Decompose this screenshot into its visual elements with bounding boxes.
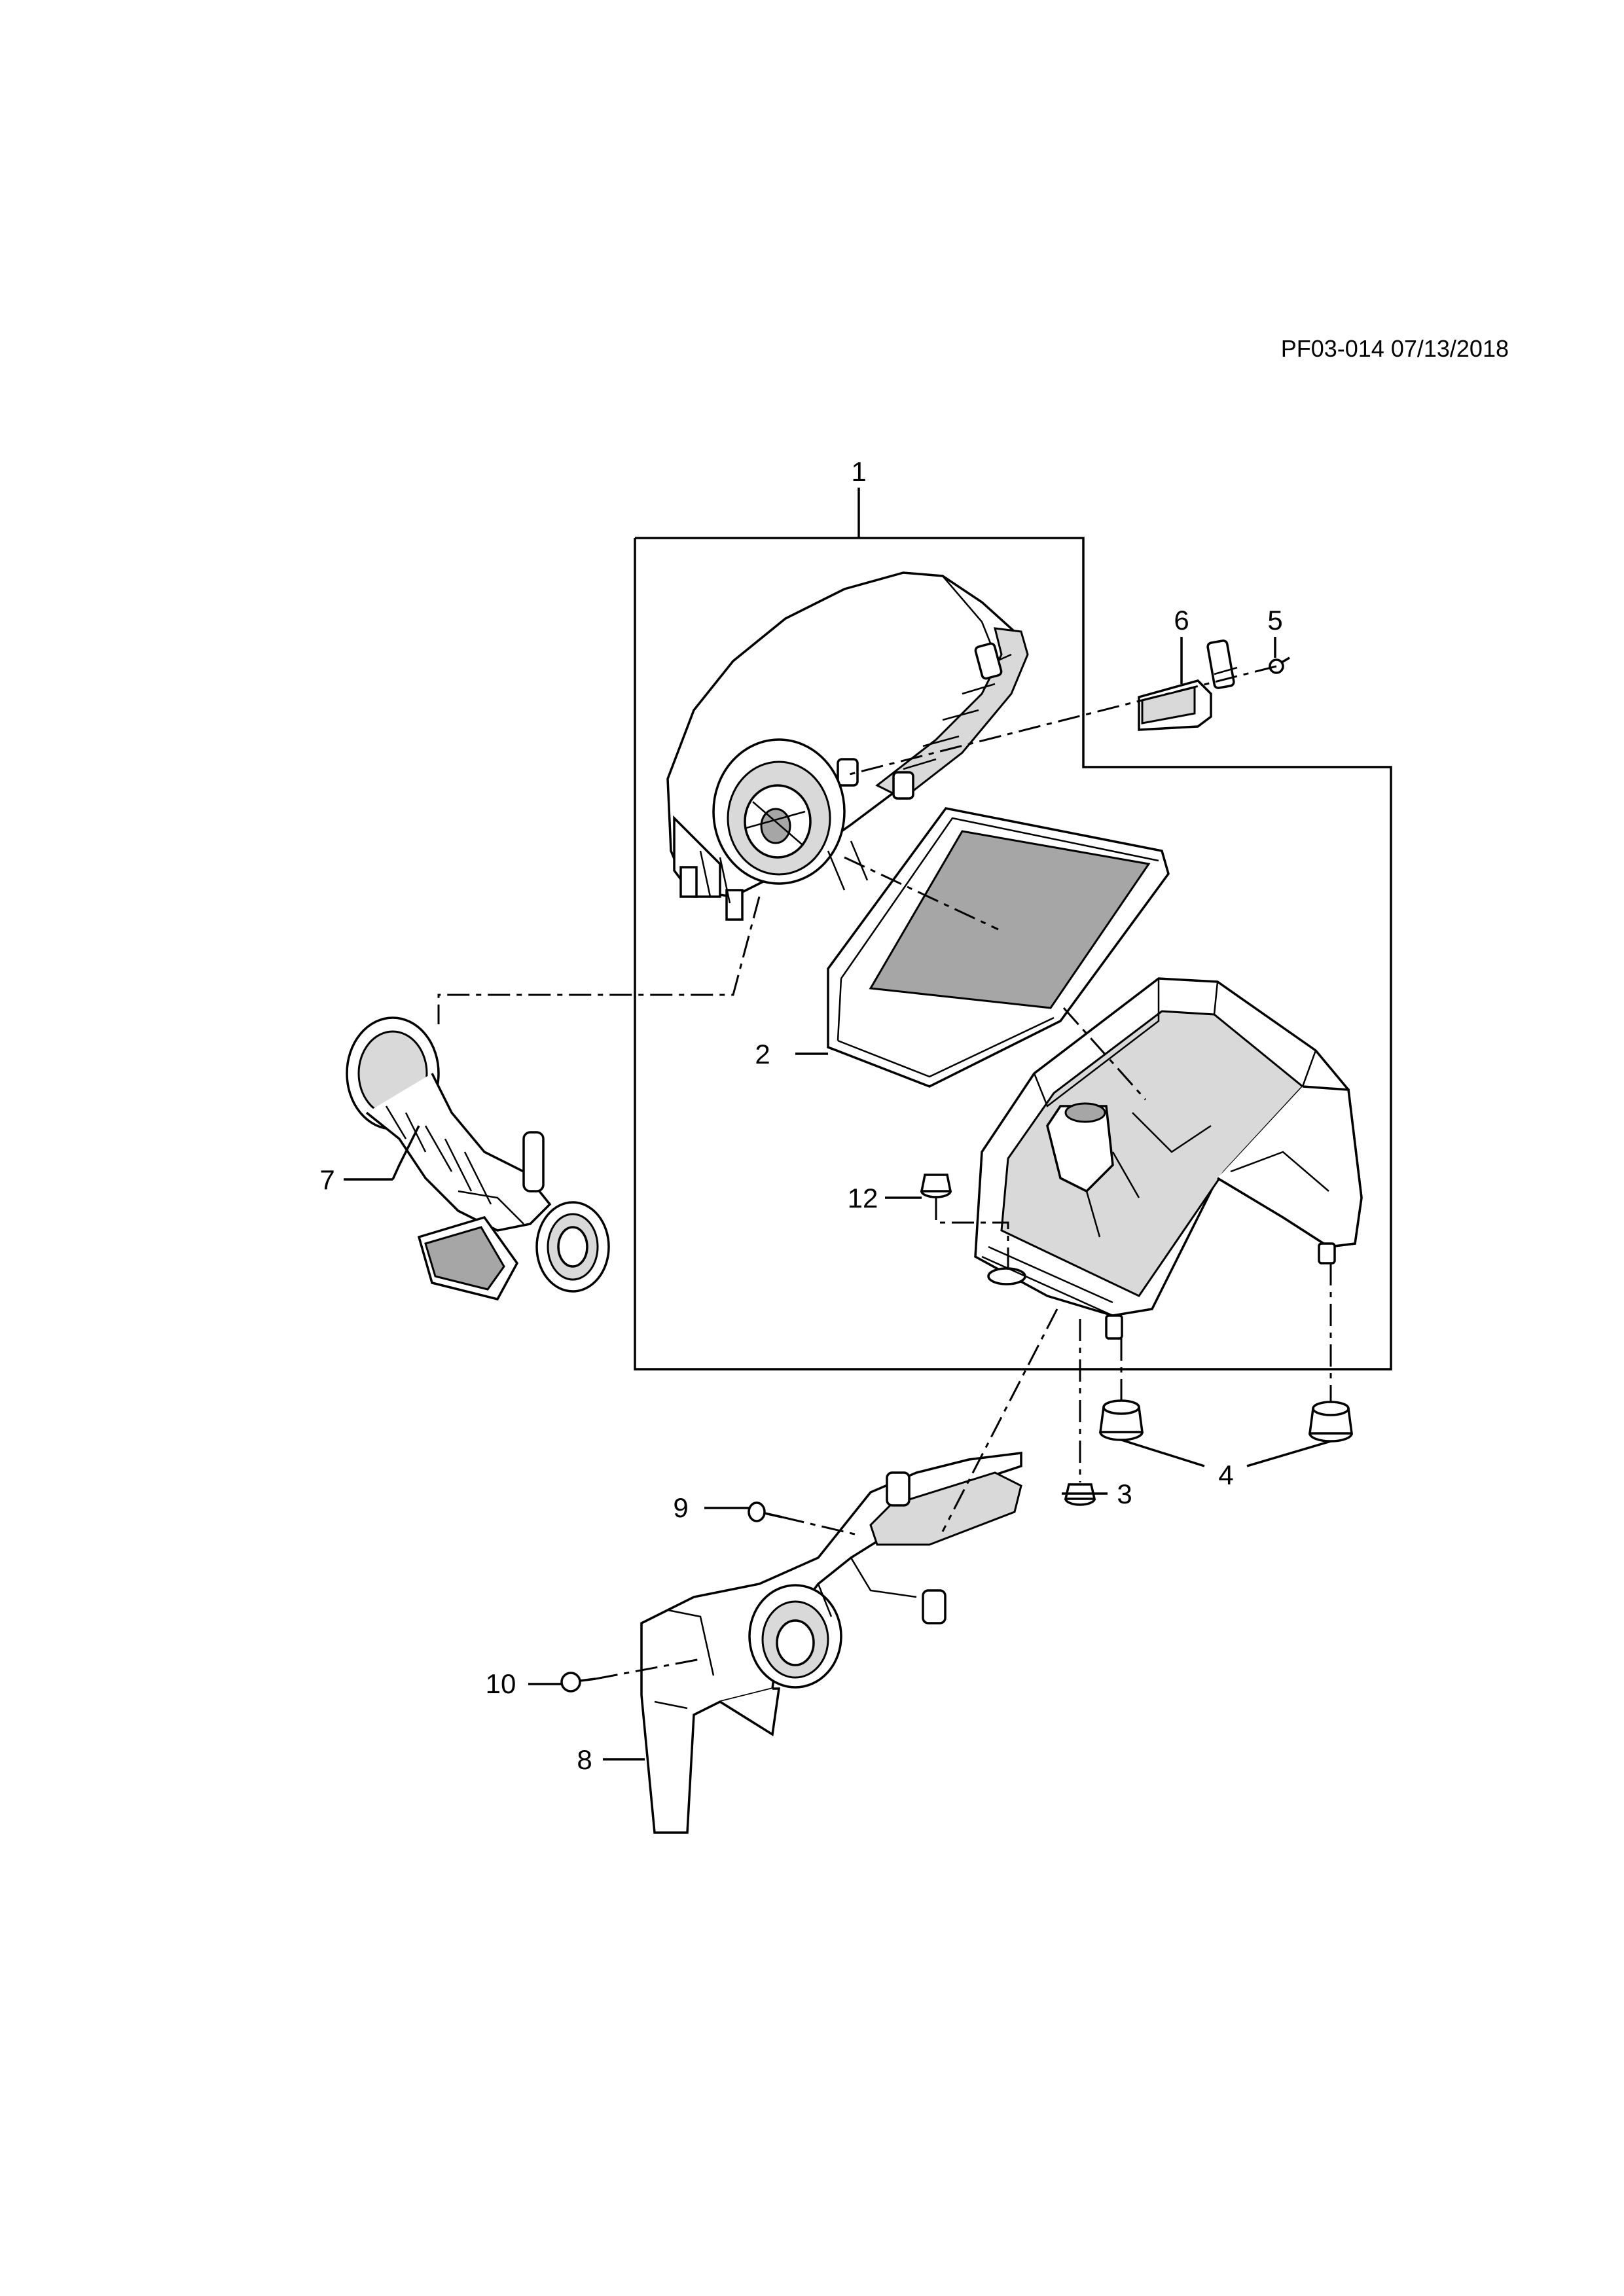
bolt-9: [748, 1501, 783, 1522]
callout-1: 1: [851, 456, 866, 487]
mass-air-flow-sensor: [1138, 639, 1238, 731]
air-filter-element: [827, 807, 1170, 1088]
grommet-4-left: [1099, 1399, 1144, 1441]
assembly-lines: [437, 665, 1332, 1680]
intake-resonator: [640, 1452, 1022, 1834]
bolt-10: [560, 1672, 596, 1693]
grommet-12: [920, 1174, 952, 1198]
callout-3: 3: [1117, 1479, 1132, 1509]
document-id: PF03-014 07/13/2018: [1281, 335, 1509, 362]
leader-lines: [344, 637, 1331, 1761]
intake-duct: [346, 1016, 610, 1301]
callout-9: 9: [673, 1492, 688, 1523]
callout-6: 6: [1174, 605, 1189, 636]
callout-2: 2: [755, 1039, 770, 1069]
callout-10: 10: [486, 1668, 516, 1699]
callout-5: 5: [1267, 605, 1282, 636]
callout-7: 7: [319, 1164, 334, 1195]
callout-4: 4: [1218, 1460, 1233, 1490]
assembly-boundary: [634, 537, 1392, 1371]
air-cleaner-housing: [974, 977, 1363, 1340]
air-cleaner-cover: [666, 571, 1029, 921]
callouts: 1 2 3 4 5 6 7 8 9 10 12: [319, 456, 1282, 1775]
screw-5: [1269, 656, 1290, 674]
callout-12: 12: [848, 1183, 878, 1213]
callout-8: 8: [577, 1744, 592, 1775]
grommet-4-right: [1308, 1401, 1353, 1443]
grommet-3: [1064, 1483, 1096, 1506]
